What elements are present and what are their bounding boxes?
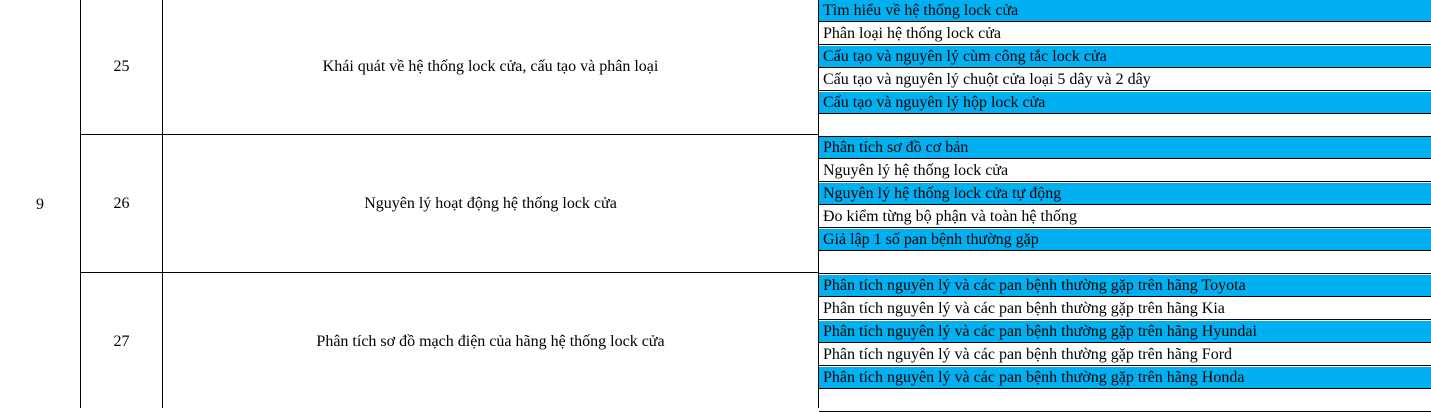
topic-row: Cấu tạo và nguyên lý cùm công tắc lock c… [819, 46, 1431, 68]
topic-row: Nguyên lý hệ thống lock cửa [819, 160, 1431, 182]
topic-row: Giả lập 1 số pan bệnh thường gặp [819, 229, 1431, 251]
topic-row: Cấu tạo và nguyên lý chuột cửa loại 5 dâ… [819, 69, 1431, 91]
topic-row: Phân tích sơ đồ cơ bản [819, 137, 1431, 159]
lesson-title: Khái quát về hệ thống lock cửa, cấu tạo … [322, 57, 659, 75]
lesson-title: Nguyên lý hoạt động hệ thống lock cửa [364, 194, 617, 212]
lesson-number: 26 [113, 194, 130, 212]
topic-row: Phân tích nguyên lý và các pan bệnh thườ… [819, 275, 1431, 297]
column-divider [818, 0, 819, 408]
topic-row: Phân tích nguyên lý và các pan bệnh thườ… [819, 298, 1431, 320]
column-divider [162, 0, 163, 408]
topic-row: Phân loại hệ thống lock cửa [819, 23, 1431, 45]
topic-row: Đo kiểm từng bộ phận và toàn hệ thống [819, 206, 1431, 228]
row-divider [80, 272, 819, 273]
topic-row: Phân tích nguyên lý và các pan bệnh thườ… [819, 344, 1431, 366]
column-divider [80, 0, 81, 408]
lesson-title: Phân tích sơ đồ mạch điện của hãng hệ th… [316, 332, 665, 350]
topic-row: Nguyên lý hệ thống lock cửa tự động [819, 183, 1431, 205]
topic-row: Phân tích nguyên lý và các pan bệnh thườ… [819, 321, 1431, 343]
topic-row: Phân tích nguyên lý và các pan bệnh thườ… [819, 367, 1431, 389]
topic-row-empty [819, 252, 1431, 274]
topic-row: Cấu tạo và nguyên lý hộp lock cửa [819, 92, 1431, 114]
row-divider [80, 134, 819, 135]
module-number: 9 [36, 196, 44, 213]
lesson-number: 25 [113, 57, 130, 75]
topic-row-empty [819, 390, 1431, 412]
topic-row-empty [819, 115, 1431, 137]
lesson-number: 27 [113, 332, 130, 350]
topic-row: Tìm hiểu về hệ thống lock cửa [819, 0, 1431, 22]
